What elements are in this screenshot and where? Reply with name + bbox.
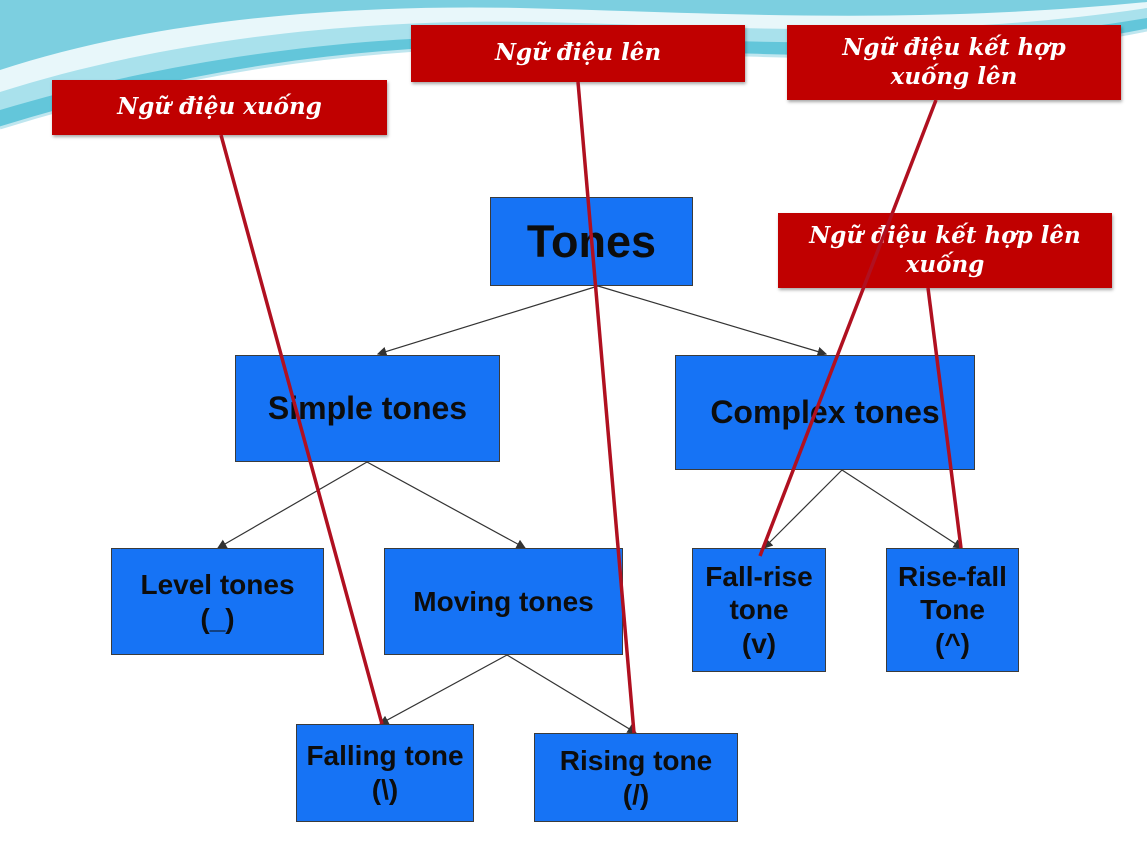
node-simple-tones: Simple tones (235, 355, 500, 462)
callout-falling-intonation: Ngữ điệu xuống (52, 80, 387, 135)
node-rise-fall-line1: Rise-fall (898, 560, 1007, 592)
edge-complex-fallrise (763, 469, 843, 549)
node-fall-rise-line2: tone (729, 594, 789, 626)
node-fall-rise-tone: Fall-rise tone (v) (692, 548, 826, 672)
node-rise-fall-line2: Tone (920, 594, 985, 626)
callout-rising-intonation: Ngữ điệu lên (411, 25, 745, 82)
node-level-tones-line2: (_) (200, 602, 235, 634)
node-level-tones: Level tones (_) (111, 548, 324, 655)
node-falling-tone: Falling tone (\) (296, 724, 474, 822)
node-fall-rise-line3: (v) (741, 627, 777, 659)
node-rise-fall-tone: Rise-fall Tone (^) (886, 548, 1019, 672)
edge-moving-falling (378, 654, 508, 725)
node-falling-tone-line2: (\) (371, 774, 399, 805)
edge-tones-simple (376, 285, 599, 357)
node-falling-tone-line1: Falling tone (306, 740, 464, 772)
callout-fall-rise-line2: xuống lên (890, 62, 1018, 90)
edge-simple-level (216, 461, 368, 549)
node-rising-tone-line2: (/) (622, 778, 650, 810)
node-complex-tones: Complex tones (675, 355, 975, 470)
callout-falling-intonation-text: Ngữ điệu xuống (117, 93, 322, 121)
edge-complex-risefall (841, 469, 964, 549)
wave-white-band (0, 0, 1147, 92)
node-complex-tones-label: Complex tones (710, 394, 940, 431)
node-rising-tone-line1: Rising tone (559, 744, 713, 776)
callout-fall-rise-intonation: Ngữ điệu kết hợp xuống lên (787, 25, 1121, 100)
callout-rising-intonation-text: Ngữ điệu lên (494, 39, 662, 67)
node-rise-fall-line3: (^) (935, 627, 970, 659)
node-moving-tones: Moving tones (384, 548, 623, 655)
edge-tones-complex (597, 285, 828, 357)
callout-rise-fall-line1: Ngữ điệu kết hợp lên (809, 222, 1081, 250)
node-simple-tones-label: Simple tones (267, 390, 468, 427)
node-moving-tones-label: Moving tones (413, 585, 594, 617)
callout-rise-fall-line2: xuống (905, 250, 985, 278)
node-rising-tone: Rising tone (/) (534, 733, 738, 822)
node-tones: Tones (490, 197, 693, 286)
callout-rise-fall-intonation: Ngữ điệu kết hợp lên xuống (778, 213, 1112, 288)
node-level-tones-line1: Level tones (140, 568, 295, 600)
callout-fall-rise-line1: Ngữ điệu kết hợp (842, 34, 1066, 62)
node-fall-rise-line1: Fall-rise (705, 560, 813, 592)
edge-simple-moving (366, 461, 527, 549)
edge-moving-rising (506, 654, 638, 734)
wave-top-deep (0, 0, 1147, 70)
node-tones-label: Tones (526, 215, 657, 267)
